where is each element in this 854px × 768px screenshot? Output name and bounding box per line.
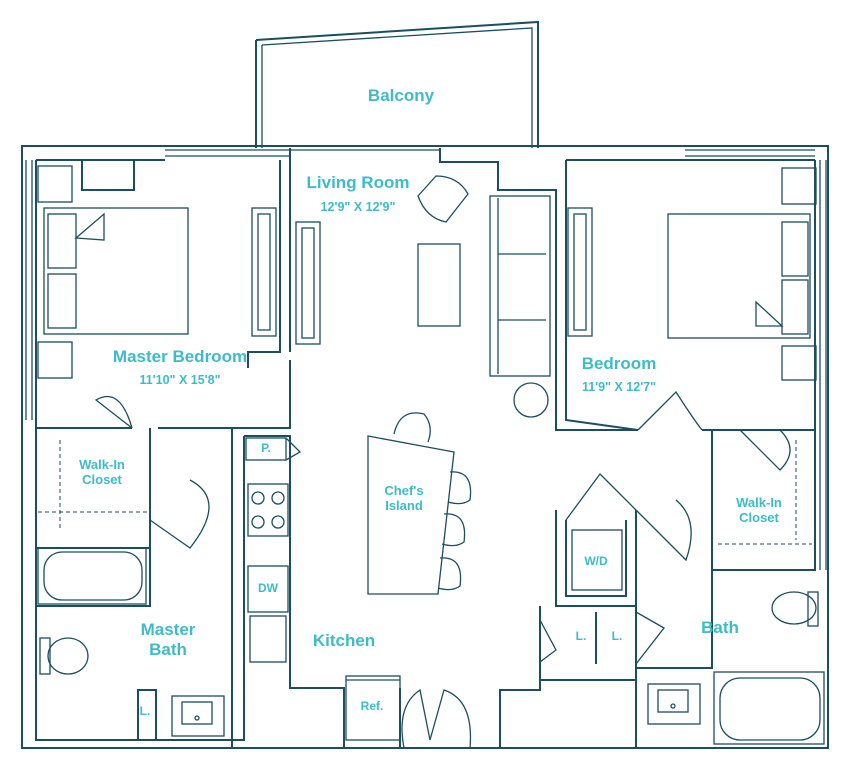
living-room-label: Living Room — [306, 173, 410, 192]
pantry-label: P. — [261, 441, 271, 455]
dishwasher-label: DW — [258, 581, 278, 595]
washer-dryer-label: W/D — [584, 554, 608, 568]
linen-hall-left-label: L. — [575, 629, 587, 643]
master-bath-label: Master Bath — [140, 620, 196, 659]
linen-hall-right-label: L. — [611, 629, 623, 643]
furniture — [37, 165, 825, 745]
master-closet-label: Walk-In Closet — [79, 457, 125, 487]
bedroom-closet-label: Walk-In Closet — [736, 495, 782, 525]
bath-label: Bath — [701, 618, 739, 637]
balcony-label: Balcony — [367, 86, 435, 105]
master-bedroom-dimensions: 11'10" X 15'8" — [139, 373, 221, 387]
exterior-walls — [21, 145, 829, 749]
refrigerator-label: Ref. — [360, 699, 384, 713]
linen-master-bath-label: L. — [139, 704, 151, 718]
chefs-island-label: Chef's Island — [384, 483, 424, 513]
living-room-dimensions: 12'9" X 12'9" — [320, 200, 396, 214]
kitchen-label: Kitchen — [312, 631, 376, 650]
interior-walls — [36, 148, 815, 749]
bedroom-label: Bedroom — [581, 354, 657, 373]
master-bedroom-label: Master Bedroom — [112, 347, 248, 366]
bedroom-dimensions: 11'9" X 12'7" — [581, 380, 657, 394]
balcony-outline — [255, 20, 539, 148]
